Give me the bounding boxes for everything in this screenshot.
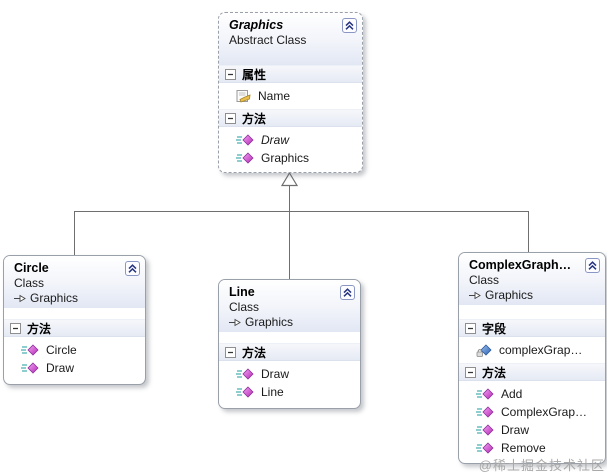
class-title: Graphics — [229, 18, 284, 32]
member-row[interactable]: Remove — [459, 439, 605, 457]
class-title: ComplexGraph… — [469, 258, 572, 272]
method-icon — [476, 388, 494, 400]
class-box-circle[interactable]: Circle Class Graphics 方法 C — [3, 255, 146, 385]
member-label: Name — [258, 89, 291, 103]
method-icon — [236, 134, 254, 146]
member-label: Circle — [46, 343, 77, 357]
watermark: @稀土掘金技术社区 — [478, 458, 605, 473]
class-kind: Class — [14, 276, 45, 290]
section-header-methods[interactable]: 方法 — [219, 109, 362, 127]
chevron-up-double-icon — [340, 285, 355, 300]
property-icon — [236, 90, 251, 103]
inherits-icon — [14, 294, 26, 303]
collapse-button[interactable] — [125, 261, 140, 276]
member-row[interactable]: Add — [459, 385, 605, 403]
class-box-line[interactable]: Line Class Graphics 方法 Dra — [218, 279, 361, 409]
minus-icon[interactable] — [225, 68, 236, 80]
chevron-up-double-icon — [585, 258, 600, 273]
minus-icon[interactable] — [225, 346, 236, 358]
section-header-methods[interactable]: 方法 — [219, 343, 360, 361]
member-label: ComplexGrap… — [501, 405, 588, 419]
member-row[interactable]: ComplexGrap… — [459, 403, 605, 421]
inheritance-connector-line — [289, 186, 290, 279]
class-header: Graphics Abstract Class — [219, 13, 362, 65]
method-icon — [21, 362, 39, 374]
member-row[interactable]: Name — [219, 87, 362, 105]
member-label: Draw — [501, 423, 530, 437]
section-label: 方法 — [242, 345, 267, 360]
inherits-icon — [469, 291, 481, 300]
class-box-graphics[interactable]: Graphics Abstract Class 属性 Name — [218, 12, 363, 173]
minus-icon[interactable] — [225, 112, 236, 124]
class-kind: Class — [229, 300, 260, 314]
inheritance-triangle-icon — [281, 172, 298, 187]
section-label: 方法 — [27, 321, 52, 336]
minus-icon[interactable] — [10, 322, 21, 334]
chevron-up-double-icon — [342, 18, 357, 33]
method-icon — [236, 152, 254, 164]
class-box-complexgraph[interactable]: ComplexGraph… Class Graphics 字段 — [458, 252, 606, 464]
minus-icon[interactable] — [465, 322, 476, 334]
method-icon — [21, 344, 39, 356]
minus-icon[interactable] — [465, 366, 476, 378]
base-class-label: Graphics — [30, 291, 79, 305]
class-title: Line — [229, 285, 255, 299]
base-class-label: Graphics — [245, 315, 294, 329]
collapse-button[interactable] — [340, 285, 355, 300]
member-row[interactable]: Draw — [219, 131, 362, 149]
section-label: 属性 — [242, 67, 267, 82]
section-header-methods[interactable]: 方法 — [4, 319, 145, 337]
class-header: ComplexGraph… Class Graphics — [459, 253, 605, 305]
inheritance-connector-complexgraph — [528, 211, 529, 252]
inheritance-connector-horizontal — [74, 211, 529, 212]
class-title: Circle — [14, 261, 49, 275]
member-label: Line — [261, 385, 284, 399]
class-kind: Class — [469, 273, 500, 287]
inheritance-connector-circle — [74, 211, 75, 255]
section-label: 字段 — [482, 321, 507, 336]
class-header: Line Class Graphics — [219, 280, 360, 332]
collapse-button[interactable] — [585, 258, 600, 273]
member-label: Add — [501, 387, 523, 401]
member-label: Draw — [46, 361, 75, 375]
member-row[interactable]: Draw — [459, 421, 605, 439]
member-row[interactable]: complexGrap… — [459, 341, 605, 359]
method-icon — [236, 386, 254, 398]
member-row[interactable]: Graphics — [219, 149, 362, 167]
method-icon — [476, 424, 494, 436]
method-icon — [476, 442, 494, 454]
method-icon — [236, 368, 254, 380]
member-label: Graphics — [261, 151, 310, 165]
collapse-button[interactable] — [342, 18, 357, 33]
chevron-up-double-icon — [125, 261, 140, 276]
base-class-label: Graphics — [485, 288, 534, 302]
section-header-methods[interactable]: 方法 — [459, 363, 605, 381]
member-label: Remove — [501, 441, 546, 455]
inherits-icon — [229, 318, 241, 327]
member-row[interactable]: Circle — [4, 341, 145, 359]
section-header-properties[interactable]: 属性 — [219, 65, 362, 83]
member-label: complexGrap… — [499, 343, 583, 357]
class-kind: Abstract Class — [229, 33, 307, 47]
section-label: 方法 — [482, 365, 507, 380]
class-header: Circle Class Graphics — [4, 256, 145, 308]
member-row[interactable]: Draw — [219, 365, 360, 383]
member-label: Draw — [261, 367, 290, 381]
section-label: 方法 — [242, 111, 267, 126]
section-header-fields[interactable]: 字段 — [459, 319, 605, 337]
field-icon — [476, 343, 492, 357]
method-icon — [476, 406, 494, 418]
member-row[interactable]: Draw — [4, 359, 145, 377]
member-label: Draw — [261, 133, 290, 147]
member-row[interactable]: Line — [219, 383, 360, 401]
